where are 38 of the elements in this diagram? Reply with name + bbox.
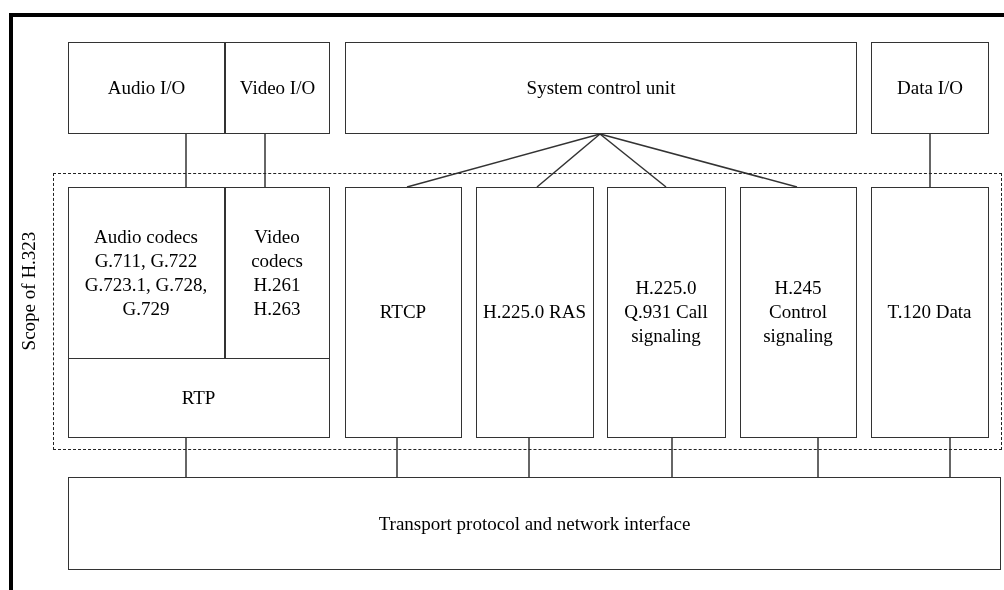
connector-line xyxy=(185,437,187,478)
connector-line xyxy=(817,437,819,478)
block-label: Transport protocol and network interface xyxy=(377,511,692,536)
block-box xyxy=(225,42,330,134)
block-label: RTCP xyxy=(378,300,428,324)
connector-line xyxy=(185,133,187,188)
region-label: Scope of H.323 xyxy=(17,230,40,353)
block-box xyxy=(606,186,726,438)
block-box xyxy=(475,186,594,438)
block-box xyxy=(870,186,989,438)
block-label: H.225.0 RAS xyxy=(482,300,587,324)
block-box xyxy=(224,186,330,359)
connector-line xyxy=(949,437,951,478)
block-label: H.225.0 Q.931 Call signaling xyxy=(623,276,709,348)
block-label: System control unit xyxy=(525,76,677,100)
block-label: Audio codecs G.711, G.722 G.723.1, G.728, G.729 xyxy=(83,224,209,321)
block-box xyxy=(344,186,462,438)
connector-line xyxy=(528,437,530,478)
block-label: H.245 Control signaling xyxy=(762,276,834,348)
block-box xyxy=(67,186,225,359)
block-box xyxy=(871,42,989,134)
connector-line xyxy=(671,437,673,478)
block-box xyxy=(68,42,225,134)
block-box xyxy=(67,357,330,438)
block-label: Video I/O xyxy=(238,76,317,100)
block-label: Video codecs H.261 H.263 xyxy=(250,224,304,321)
block-box xyxy=(739,186,857,438)
block-box xyxy=(345,42,857,134)
connector-line xyxy=(536,133,601,188)
block-label: Data I/O xyxy=(896,76,964,100)
connector-line xyxy=(599,133,667,188)
connector-line xyxy=(396,437,398,478)
connector-line xyxy=(264,133,266,188)
block-box xyxy=(68,477,1001,570)
block-label: T.120 Data xyxy=(886,300,973,324)
block-label: Audio I/O xyxy=(106,76,187,100)
block-label: RTP xyxy=(180,385,217,410)
connector-line xyxy=(929,133,931,188)
